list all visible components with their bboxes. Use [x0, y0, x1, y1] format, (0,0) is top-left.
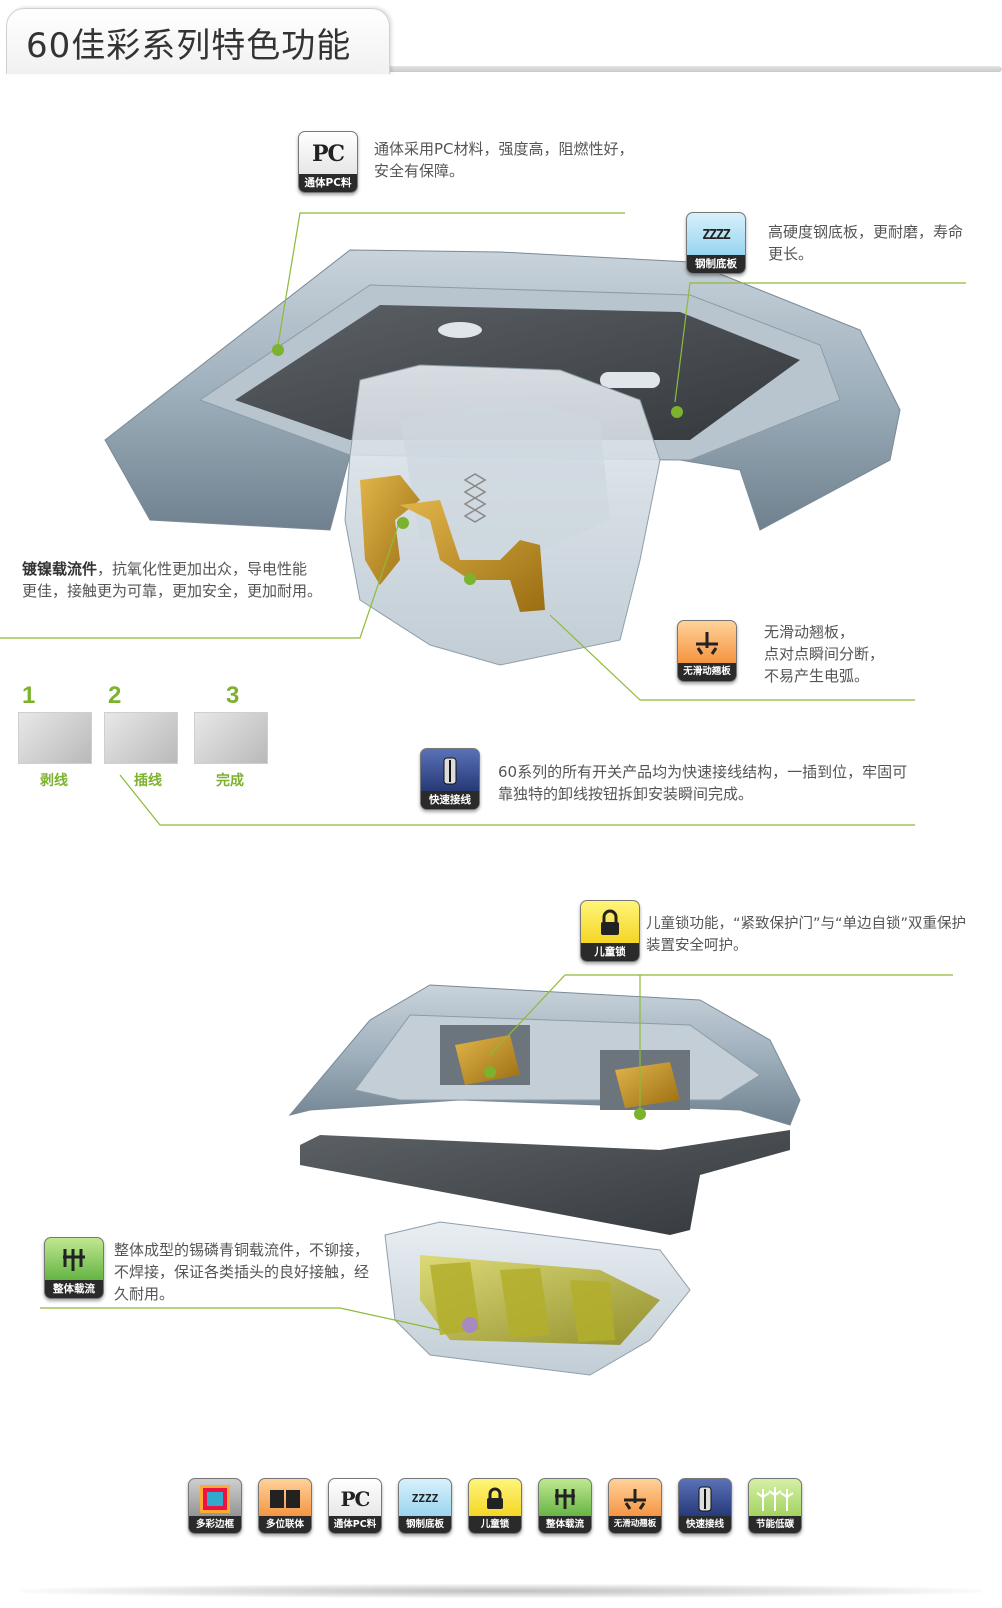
bottom-badge-multicolor-frame: 多彩边框: [188, 1478, 242, 1534]
bottom-badge-nonslip: 无滑动翘板: [608, 1478, 662, 1534]
integral-badge-label: 整体载流: [45, 1280, 103, 1298]
bottom-badge-multi-gang: 多位联体: [258, 1478, 312, 1534]
bottom-badge-label: 通体PC料: [329, 1516, 381, 1533]
pc-icon: PC: [311, 141, 345, 167]
bottom-badge-child-lock: 儿童锁: [468, 1478, 522, 1534]
pc-icon: PC: [340, 1486, 371, 1511]
bottom-badge-label: 节能低碳: [749, 1516, 801, 1533]
bottom-badge-label: 多彩边框: [189, 1516, 241, 1533]
bottom-badge-label: 整体载流: [539, 1516, 591, 1533]
bottom-badge-energy-saving: 节能低碳: [748, 1478, 802, 1534]
nonslip-description: 无滑动翘板， 点对点瞬间分断， 不易产生电弧。: [764, 621, 934, 687]
step-3-label: 完成: [216, 773, 244, 789]
step-1-number: 1: [22, 682, 36, 709]
nonslip-line-1: 无滑动翘板，: [764, 623, 855, 641]
lock-icon: [601, 909, 619, 935]
bottom-badge-label: 多位联体: [259, 1516, 311, 1533]
nonslip-badge-label: 无滑动翘板: [678, 663, 736, 681]
carrier-description: 镀镍载流件，抗氧化性更加出众，导电性能更佳，接触更为可靠，更加安全，更加耐用。: [22, 558, 322, 602]
child-lock-badge-label: 儿童锁: [581, 943, 639, 961]
leader-lines: [0, 212, 966, 1331]
steel-plate-badge: ZZZZ 钢制底板: [686, 212, 746, 274]
quick-wiring-badge: 快速接线: [420, 748, 480, 810]
footer-shadow: [20, 1584, 982, 1598]
bottom-badge-label: 钢制底板: [399, 1516, 451, 1533]
page-title: 60佳彩系列特色功能: [26, 26, 352, 66]
bottom-socket-frame: [288, 984, 801, 1235]
header-tab: [6, 8, 390, 74]
steel-description: 高硬度钢底板，更耐磨，寿命更长。: [768, 223, 964, 263]
child-lock-description: 儿童锁功能，“紧致保护门”与“单边自锁”双重保护装置安全呵护。: [646, 916, 967, 954]
top-switch-body: [344, 364, 661, 666]
carrier-title: 镀镍载流件: [22, 560, 98, 578]
bottom-badge-pc: PC 通体PC料: [328, 1478, 382, 1534]
leader-dots: [272, 344, 683, 1120]
steel-badge-label: 钢制底板: [687, 255, 745, 273]
bottom-badge-label: 无滑动翘板: [609, 1516, 661, 1533]
step-2-number: 2: [108, 682, 122, 709]
child-lock-badge: 儿童锁: [580, 900, 640, 962]
rocker-icon: [624, 1488, 646, 1510]
steel-plate-icon: ZZZZ: [411, 1492, 439, 1505]
integral-description: 整体成型的锡磷青铜载流件，不铆接，不焊接，保证各类插头的良好接触，经久耐用。: [114, 1241, 370, 1303]
bottom-socket-body: [384, 1221, 691, 1376]
lock-icon: [487, 1487, 503, 1509]
header-rule: [380, 66, 1002, 72]
carrier-text: ，抗氧化性更加出众，导电性能更佳，接触更为可靠，更加安全，更加耐用。: [22, 560, 323, 600]
integral-carrier-badge: 整体载流: [44, 1237, 104, 1299]
wiring-steps: 1 2 3 剥线 插线 完成: [18, 682, 278, 792]
quick-badge-label: 快速接线: [421, 791, 479, 809]
pc-material-badge: PC 通体PC料: [298, 131, 358, 193]
rocker-icon: [696, 632, 718, 655]
step-2-label: 插线: [134, 773, 162, 789]
bottom-badge-label: 快速接线: [679, 1516, 731, 1533]
bottom-badge-steel: ZZZZ 钢制底板: [398, 1478, 452, 1534]
nonslip-line-3: 不易产生电弧。: [764, 667, 870, 685]
feature-badge-row: 多彩边框 多位联体 PC 通体PC料 ZZZZ 钢制底板 儿童锁 整体载流 无滑…: [188, 1478, 808, 1538]
carrier-icon: [555, 1488, 575, 1509]
pc-description: 通体采用PC材料，强度高，阻燃性好，安全有保障。: [374, 140, 634, 180]
bottom-badge-quick-wiring: 快速接线: [678, 1478, 732, 1534]
step-3-photo: [194, 712, 268, 764]
bottom-badge-label: 儿童锁: [469, 1516, 521, 1533]
nonslip-rocker-badge: 无滑动翘板: [677, 620, 737, 682]
nonslip-line-2: 点对点瞬间分断，: [764, 645, 885, 663]
bottom-badge-integral: 整体载流: [538, 1478, 592, 1534]
step-3-number: 3: [226, 682, 240, 709]
plug-icon: [443, 757, 457, 785]
gang-icon: [270, 1489, 300, 1508]
step-2-photo: [104, 712, 178, 764]
quick-description: 60系列的所有开关产品均为快速接线结构，一插到位，牢固可靠独特的卸线按钮拆卸安装…: [498, 763, 908, 803]
pc-badge-label: 通体PC料: [299, 174, 357, 192]
step-1-label: 剥线: [40, 773, 68, 789]
step-1-photo: [18, 712, 92, 764]
frame-icon: [200, 1484, 230, 1513]
header-bar: 60佳彩系列特色功能: [0, 0, 1002, 78]
wind-turbine-icon: [756, 1486, 794, 1511]
steel-plate-icon: ZZZZ: [702, 227, 730, 243]
plug-icon: [698, 1486, 712, 1511]
carrier-icon: [63, 1249, 85, 1271]
